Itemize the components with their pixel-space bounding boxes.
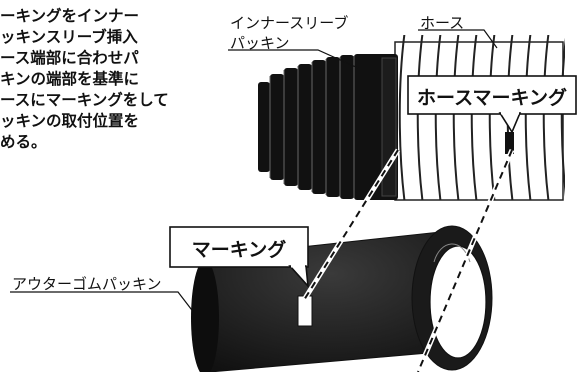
inner-sleeve-label-line2: パッキン <box>230 34 290 52</box>
instruction-line: ースにマーキングをして <box>0 91 169 109</box>
instruction-text: ーキングをインナー ッキンスリーブ挿入 ース端部に合わせパ キンの端部を基準に … <box>0 6 200 153</box>
alignment-lines <box>301 148 515 372</box>
instruction-line: ッキンスリーブ挿入 <box>0 28 138 46</box>
instruction-line: ーキングをインナー <box>0 7 140 25</box>
hose-marking-callout: ホースマーキング <box>417 87 567 109</box>
marking-callout-shape <box>169 226 310 289</box>
inner-sleeve-gasket <box>258 54 398 200</box>
hose-body <box>394 35 565 201</box>
outer-gasket-label: アウターゴムパッキン <box>12 275 162 293</box>
instruction-line: める。 <box>0 133 47 151</box>
inner-sleeve-leader <box>228 49 359 69</box>
hose-marking-band <box>505 132 514 154</box>
instruction-line: ッキンの取付位置を <box>0 112 140 130</box>
hose-corrugations <box>398 35 565 200</box>
hose-marking-callout-shape <box>407 75 577 134</box>
inner-sleeve-label-line1: インナースリーブ <box>230 14 349 32</box>
outer-gasket-leader <box>10 291 199 319</box>
marking-callout: マーキング <box>191 239 287 261</box>
hose-leader <box>418 29 498 49</box>
instruction-line: ース端部に合わせパ <box>0 49 139 67</box>
instruction-line: キンの端部を基準に <box>0 70 140 88</box>
hose-label: ホース <box>420 14 465 32</box>
